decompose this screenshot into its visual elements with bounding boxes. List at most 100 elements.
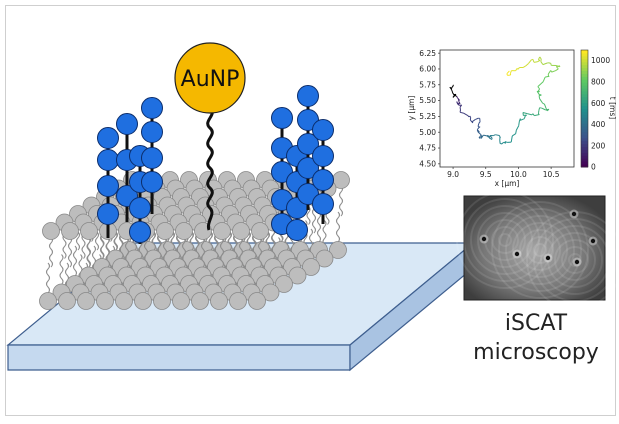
lipid-head [156,222,174,240]
colorbar-segment [581,120,588,124]
sugar-head [297,157,319,179]
lipid-tail [219,236,225,268]
trajectory-step [557,67,559,70]
trajectory-step [550,70,552,73]
trajectory-step [511,133,516,137]
colorbar-segment [581,131,588,136]
interference-ring [470,205,540,275]
sugar-head [129,197,151,219]
trajectory-step [450,87,453,92]
colorbar-segment [581,155,588,159]
trajectory-step [478,121,481,124]
glycolipid [97,127,119,238]
colorbar-segment [581,76,588,80]
trajectory-step [486,135,491,138]
interference-ring [498,208,582,292]
trajectory-step [542,102,545,105]
y-tick-label: 5.25 [419,112,436,121]
lipid-head [251,222,269,240]
lipid-head [39,292,57,310]
colorbar-segment [581,140,588,145]
lower-leaflet-heads [39,241,347,310]
trajectory-step [539,107,543,109]
lipid-tail [59,254,64,285]
trajectory-step [527,113,533,116]
particle-spot [545,255,551,261]
sugar-head [141,97,163,119]
sugar-head [297,85,319,107]
trajectory-step [453,94,458,97]
trajectory-step [541,107,546,111]
colorbar-segment [581,52,588,57]
trajectory-step [547,70,552,75]
x-tick-label: 9.5 [480,170,492,179]
trajectory-step [477,123,480,127]
lipid-head [191,292,209,310]
trajectory-step [543,103,547,109]
interference-ring [519,229,561,271]
colorbar-tick-label: 200 [591,141,606,150]
colorbar-segment [581,105,588,109]
x-tick-label: 10.0 [510,170,527,179]
trajectory-step [483,134,488,137]
trajectory-step [457,103,460,106]
trajectory-step [523,114,527,117]
colorbar-segment [581,70,588,74]
colorbar-tick-label: 0 [591,163,596,172]
trajectory-step [556,65,560,68]
lipid-tail [316,211,322,243]
colorbar-segment [581,61,588,66]
colorbar-segment [581,128,588,133]
interference-ring [533,218,617,302]
lipid-tail [45,262,51,294]
sugar-head [286,219,308,241]
lipid-tail [338,185,344,217]
particle-spot [514,251,520,257]
trajectory-step [525,63,529,67]
lipid-head [96,292,114,310]
colorbar-segment [581,111,588,115]
iscat-particle-spots [479,209,598,267]
trajectory-step [469,115,472,118]
trajectory-step [477,131,482,136]
lipid-tail [162,236,168,268]
trajectory-step [506,70,510,75]
sugar-head [312,193,334,215]
trajectory-step [532,59,535,63]
colorbar-segment [581,164,588,168]
lipid-tail [200,236,206,268]
glycolipid [312,119,334,224]
trajectory-step [537,81,544,88]
lipid-head [248,292,266,310]
colorbar-tick-label: 800 [591,78,606,87]
colorbar-tick-label: 600 [591,99,606,108]
colorbar-segment [581,99,588,104]
plot-axes [439,49,575,168]
colorbar-segment [581,114,588,118]
lipid-head [153,292,171,310]
lipid-tail [271,228,276,259]
particle-spot [590,238,596,244]
y-tick-label: 4.50 [419,159,436,168]
trajectory-step [501,141,505,145]
glycolipid-clusters [97,85,334,244]
lipid-head [288,266,307,285]
sugar-head [312,119,334,141]
interference-ring [526,236,554,264]
sugar-head [312,169,334,191]
colorbar-segment [581,79,588,83]
colorbar-segment [581,67,588,71]
lipid-head [115,292,133,310]
trajectory-step [538,107,541,111]
lipid-head [80,222,98,240]
sugar-head [297,133,319,155]
colorbar-segment [581,108,588,112]
colorbar-segment [581,55,588,60]
trajectory-step [537,56,541,60]
trajectory-step [459,111,464,114]
colorbar-segment [581,126,588,130]
lipid-head [275,275,293,293]
iscat-label: iSCAT [504,311,568,336]
